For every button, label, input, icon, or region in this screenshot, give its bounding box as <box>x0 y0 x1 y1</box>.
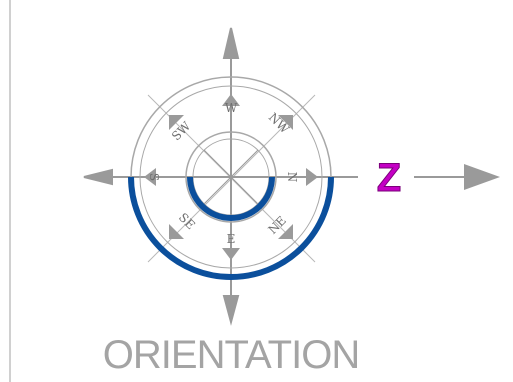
direction-markers <box>144 94 318 260</box>
left-divider <box>9 0 11 382</box>
north-marker: Z <box>377 156 401 200</box>
arrow-down-icon <box>222 295 240 326</box>
label-east: E <box>227 232 236 246</box>
outer-orientation-arc <box>128 176 334 280</box>
north-pointer: Z <box>376 156 500 201</box>
widget-caption: ORIENTATION <box>102 333 360 377</box>
marker-nw <box>278 115 293 130</box>
inner-orientation-arc <box>187 176 275 221</box>
marker-n <box>306 168 318 186</box>
marker-w <box>222 94 240 106</box>
marker-s <box>144 168 156 186</box>
inner-wheel <box>193 139 269 215</box>
marker-sw <box>169 115 184 130</box>
orientation-arc <box>128 176 334 280</box>
label-west: W <box>225 101 238 115</box>
marker-e <box>222 248 240 260</box>
label-northwest: NW <box>266 110 293 137</box>
arrow-up-icon <box>222 27 240 59</box>
marker-ne <box>278 224 293 239</box>
marker-se <box>169 224 184 239</box>
arrow-left-icon <box>83 168 113 186</box>
label-south: S <box>147 173 161 181</box>
label-southeast: SE <box>176 210 198 232</box>
label-north: N <box>285 172 299 183</box>
arrow-right-icon <box>464 164 500 190</box>
